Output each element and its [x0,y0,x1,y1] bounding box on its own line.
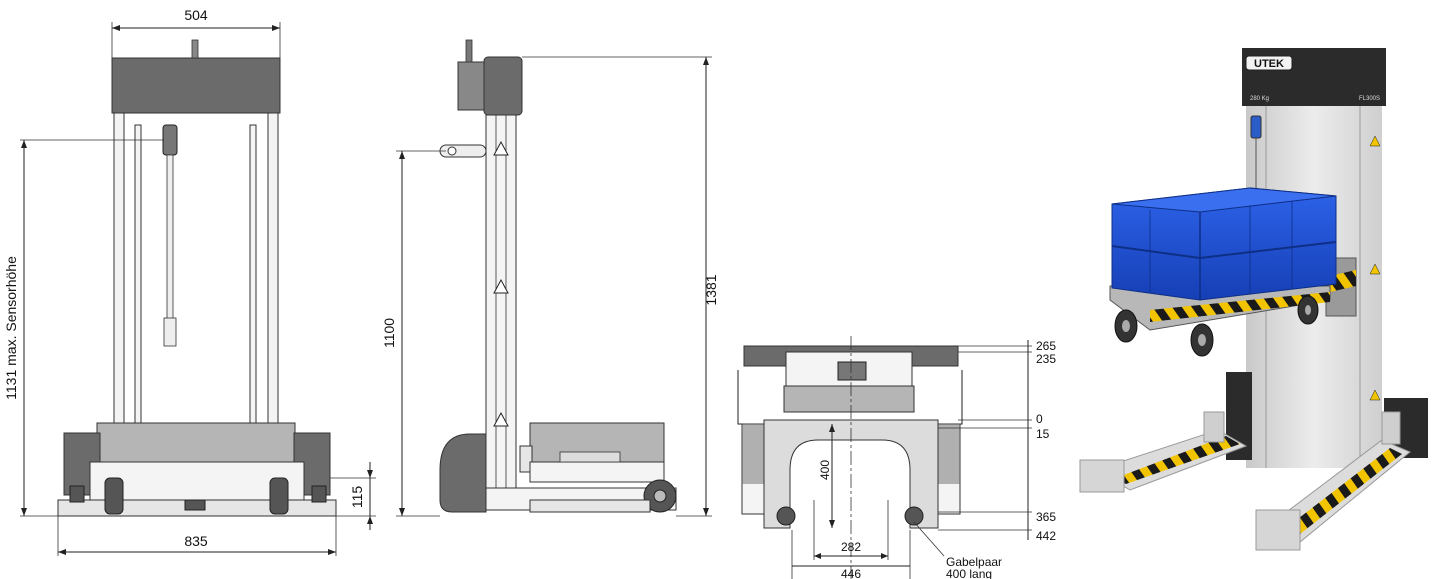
dimension-504: 504 [111,7,281,58]
dimension-282: 282 [813,500,889,560]
model-label: FL300S [1359,96,1380,102]
dimension-115: 115 [330,462,376,530]
fork-note-line2: 400 lang [946,567,992,579]
side-column [485,114,517,511]
dimension-1381: 1381 [522,56,719,517]
dimension-1131-label: 1131 max. Sensorhöhe [3,256,19,400]
dimension-365-label: 365 [1036,510,1056,524]
dimension-835: 835 [57,516,337,556]
fork-note-line1: Gabelpaar [946,555,1002,569]
brand-badge [1245,55,1293,71]
dimension-504-label: 504 [184,7,208,23]
dimension-0-label: 0 [1036,412,1043,426]
top-view: 265 235 0 15 365 442 400 282 [737,336,1056,579]
front-head-housing [111,57,281,114]
dimension-400: 400 [818,424,835,528]
dimension-442-label: 442 [1036,529,1056,543]
dimension-265-label: 265 [1036,339,1056,353]
dimension-1100: 1100 [381,150,446,517]
dimension-1100-label: 1100 [381,318,397,348]
dimension-282-label: 282 [841,540,861,554]
product-photo: UTEK 280 Kg FL300S [1079,48,1428,551]
dimension-446-label: 446 [841,567,861,579]
brand-label: UTEK [1254,58,1284,70]
fork-note: Gabelpaar 400 lang [913,521,1002,579]
dimension-400-label: 400 [818,460,832,480]
dimension-1131: 1131 max. Sensorhöhe [3,139,164,517]
dimension-115-label: 115 [349,486,365,509]
dimension-15-label: 15 [1036,427,1050,441]
capacity-label: 280 Kg [1250,96,1269,102]
side-view: 1100 1381 [381,39,719,517]
top-view-vertical-dimensions: 265 235 0 15 365 442 [938,339,1056,543]
dimension-235-label: 235 [1036,352,1056,366]
dimension-1381-label: 1381 [703,274,719,305]
dimension-446: 446 [791,530,911,579]
front-view: 504 1131 max. Sensorhö [3,7,376,556]
dimension-835-label: 835 [184,533,208,549]
